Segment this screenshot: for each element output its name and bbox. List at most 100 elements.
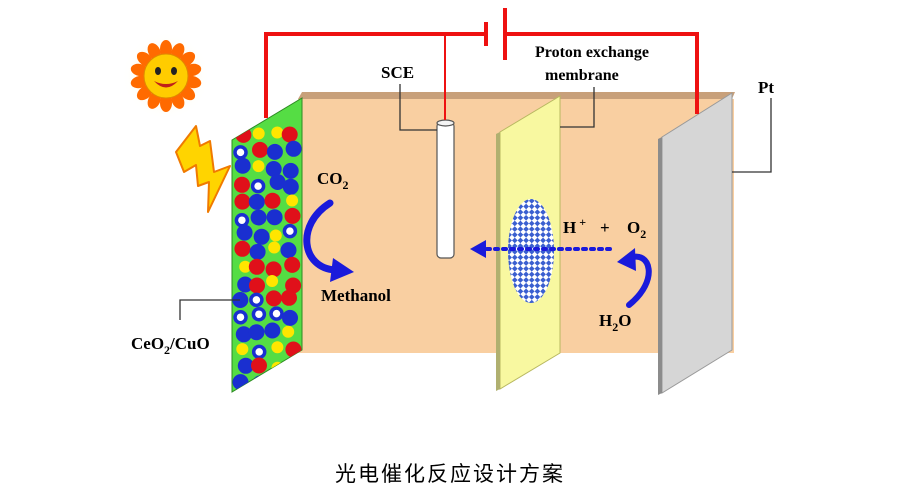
catalyst-particle (249, 243, 266, 260)
photoelectrode (231, 97, 303, 393)
catalyst-particle (281, 126, 298, 143)
catalyst-particle (280, 242, 297, 259)
catalyst-particle (251, 344, 267, 360)
catalyst-particle (234, 212, 250, 228)
wire-photoelectrode (264, 32, 484, 118)
catalyst-particle (248, 193, 265, 210)
ceo2-leader (179, 299, 240, 320)
catalyst-particle (265, 290, 282, 307)
catalyst-particle (282, 162, 299, 179)
catalyst-particle (264, 322, 281, 339)
proton-transport-arrow (470, 240, 612, 258)
catalyst-particle (270, 378, 283, 390)
catalyst-particle (249, 277, 265, 294)
sce-electrode (436, 119, 455, 259)
catalyst-particle (285, 374, 302, 391)
membrane-edge (496, 132, 500, 391)
catalyst-particle (282, 309, 298, 326)
leader-lines (179, 84, 772, 320)
catalyst-particle (248, 258, 265, 275)
catalyst-particle (285, 341, 302, 358)
catalyst-particle (268, 241, 281, 254)
membrane-active-area (508, 199, 554, 303)
catalyst-particle (251, 306, 267, 322)
catalyst-particle (233, 309, 248, 325)
catalyst-particle (281, 289, 297, 306)
catalyst-particle (232, 292, 249, 308)
figure-caption: 光电催化反应设计方案 (335, 462, 565, 486)
catalyst-particle (252, 141, 268, 158)
catalyst-particle (250, 178, 266, 194)
catalyst-particle (282, 325, 295, 338)
catalyst-particle (252, 375, 268, 391)
catalyst-particle (248, 324, 265, 341)
catalyst-particle (265, 161, 282, 177)
catalyst-particle (235, 326, 252, 343)
catalyst-particle (250, 209, 267, 226)
co2-reduction-arrow (303, 199, 354, 282)
sce-leader (399, 84, 437, 131)
external-circuit (264, 32, 699, 120)
catalyst-particle (283, 360, 300, 377)
ceo2-cuo-label: CeO2/CuO (131, 334, 210, 357)
plus-sign: + (600, 218, 610, 237)
catalyst-particle (252, 160, 265, 173)
oxygen-label: O2 (627, 218, 646, 241)
catalyst-particle (236, 224, 253, 241)
catalyst-particle (239, 260, 252, 273)
catalyst-particle (232, 374, 249, 391)
co2-label: CO2 (317, 169, 349, 192)
catalyst-particle (285, 277, 302, 294)
membrane-label-line1: Proton exchange (535, 44, 649, 61)
catalyst-particle (284, 256, 301, 273)
membrane-label-line2: membrane (545, 67, 619, 84)
sce-tube (436, 121, 455, 259)
catalyst-particle (234, 193, 251, 210)
catalyst-particle (282, 178, 299, 195)
membrane-leader (560, 87, 595, 128)
catalyst-particle (269, 229, 282, 242)
pt-leader (732, 98, 772, 173)
catalyst-particle (282, 223, 298, 239)
catalyst-particle (285, 140, 302, 157)
catalyst-particle (234, 176, 250, 193)
catalyst-particle (252, 127, 265, 140)
catalyst-particle (234, 240, 251, 257)
catalyst-particle (284, 207, 301, 224)
pt-electrode (658, 92, 733, 395)
pt-label: Pt (758, 78, 774, 97)
catalyst-particle (236, 343, 249, 356)
catalyst-particle (253, 228, 270, 245)
wire-pt (507, 32, 699, 114)
catalyst-particle (251, 357, 267, 374)
catalyst-particle (237, 276, 254, 293)
catalyst-particle (266, 143, 283, 160)
proton-label: H+ (563, 215, 586, 237)
catalyst-particle (286, 194, 299, 207)
catalyst-particle (234, 157, 251, 174)
lightning-icon (175, 125, 231, 213)
catalyst-particle (271, 126, 284, 139)
sce-tube-top (436, 119, 455, 127)
catalyst-particle (237, 357, 254, 374)
catalyst-particle (233, 145, 248, 160)
pt-plate (661, 92, 733, 394)
catalyst-particle (266, 275, 279, 287)
water-label: H2O (599, 311, 631, 334)
catalyst-particle (249, 292, 264, 308)
tank-top-rim (298, 92, 735, 99)
catalyst-particle (266, 209, 283, 226)
pt-plate-edge (658, 137, 662, 395)
catalyst-particle (264, 192, 281, 209)
sce-label: SCE (381, 63, 414, 82)
water-oxidation-arrow (617, 248, 652, 308)
sun-icon (122, 32, 210, 120)
catalyst-particle (265, 261, 282, 278)
battery-symbol (484, 8, 507, 60)
methanol-label: Methanol (321, 286, 391, 305)
catalyst-particle (269, 174, 286, 190)
proton-exchange-membrane (496, 95, 561, 391)
catalyst-particle (271, 341, 284, 354)
catalyst-particle (269, 306, 284, 321)
